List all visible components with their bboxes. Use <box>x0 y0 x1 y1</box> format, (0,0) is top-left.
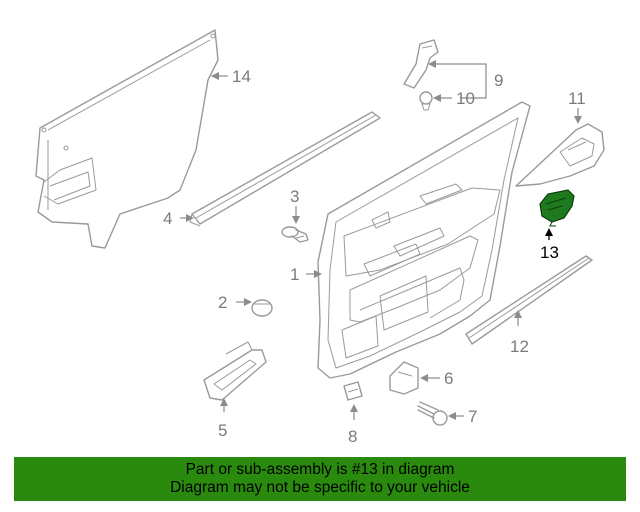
callout-2: 2 <box>218 293 227 312</box>
part-2-clip <box>251 299 273 317</box>
callout-7: 7 <box>468 407 477 426</box>
callout-11: 11 <box>568 89 586 108</box>
callout-10: 10 <box>456 89 475 108</box>
part-14-watershield <box>35 29 219 249</box>
callout-14: 14 <box>232 67 251 86</box>
callout-9: 9 <box>494 71 503 90</box>
part-13-window-switch <box>539 189 575 227</box>
part-10-clip <box>419 91 433 111</box>
part-7-screw <box>417 401 448 426</box>
part-9-bracket <box>403 39 439 89</box>
part-3-push-clip <box>281 226 309 243</box>
callout-6: 6 <box>444 369 453 388</box>
part-12-lower-molding <box>465 255 593 345</box>
part-4-molding <box>189 111 381 227</box>
callout-5: 5 <box>218 421 227 440</box>
callout-13: 13 <box>540 243 559 262</box>
part-11-switch-bezel <box>515 123 605 187</box>
callout-12: 12 <box>510 337 529 356</box>
banner-line-1: Part or sub-assembly is #13 in diagram <box>185 461 455 478</box>
part-5-handle-bezel <box>203 341 267 401</box>
part-6-bracket <box>389 361 419 395</box>
callout-4: 4 <box>163 209 172 228</box>
callout-8: 8 <box>348 427 357 446</box>
info-banner: Part or sub-assembly is #13 in diagram D… <box>14 457 626 501</box>
banner-line-2: Diagram may not be specific to your vehi… <box>170 479 470 496</box>
part-8-clip <box>343 381 363 401</box>
parts-diagram: 14 4 9 10 3 <box>35 29 605 446</box>
part-1-door-trim-panel <box>317 101 531 379</box>
callout-3: 3 <box>290 187 299 206</box>
callout-1: 1 <box>290 265 299 284</box>
